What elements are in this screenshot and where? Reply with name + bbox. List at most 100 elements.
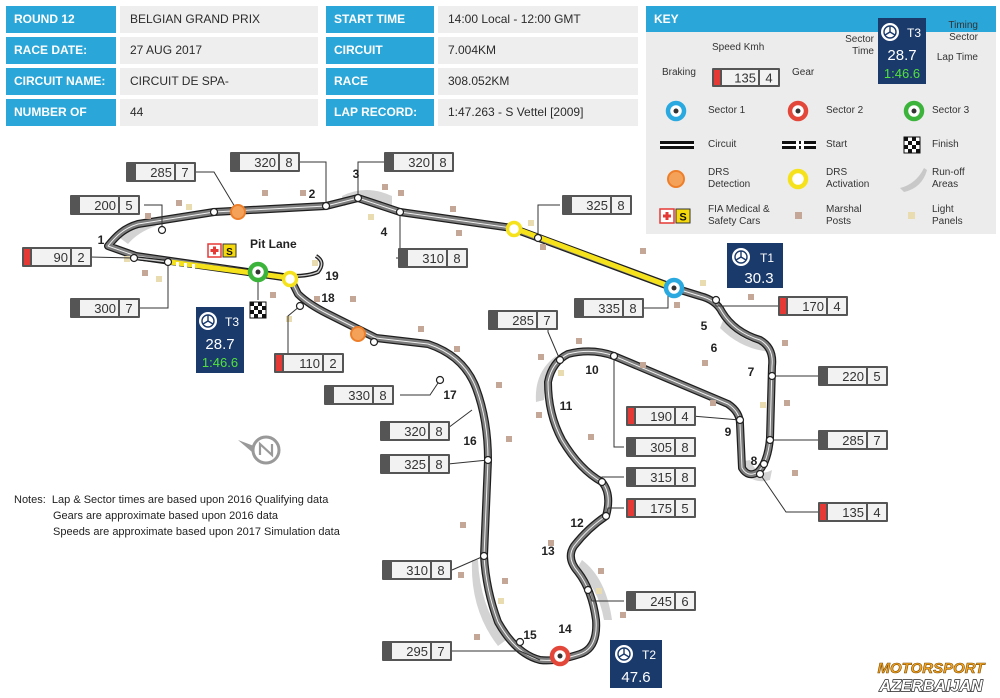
braking-indicator <box>72 300 78 316</box>
key-item-label: DRS Activation <box>826 167 870 190</box>
braking-indicator <box>820 432 826 448</box>
notes: Notes: Lap & Sector times are based upon… <box>14 492 340 540</box>
corner-number: 2 <box>309 187 316 201</box>
info-row-laps: NUMBER OF LAPS: 44 <box>6 99 318 146</box>
key-speed-label: Speed Kmh <box>712 42 765 53</box>
gear-value: 4 <box>833 299 840 314</box>
key-item-label: Sector 1 <box>708 105 746 116</box>
braking-indicator <box>384 562 390 578</box>
gear-value: 4 <box>681 409 688 424</box>
gear-value: 7 <box>437 644 444 659</box>
sector-id: T2 <box>642 648 656 662</box>
braking-indicator <box>384 643 390 659</box>
finish-flag-icon <box>249 301 267 319</box>
gear-value: 7 <box>181 165 188 180</box>
info-value: 7.004KM <box>438 37 638 64</box>
gear-value: 2 <box>329 356 336 371</box>
drs-activation-icon <box>505 220 523 238</box>
info-row-race-distance: RACE DISTANCE: 308.052KM <box>326 68 638 115</box>
drs-detection-icon <box>230 204 246 220</box>
brand-line1: MOTORSPORT <box>878 660 987 677</box>
sector-time: 30.3 <box>744 270 773 287</box>
gear-value: 6 <box>681 594 688 609</box>
key-item-label: Sector 3 <box>932 105 970 116</box>
key-drs-detection-icon <box>667 170 685 188</box>
info-value: 1:47.263 - S Vettel [2009] <box>438 99 638 126</box>
corner-number: 9 <box>725 425 732 439</box>
gear-value: 2 <box>77 250 84 265</box>
gear-value: 5 <box>681 501 688 516</box>
key-item-label: DRS Detection <box>708 167 751 190</box>
svg-text:S: S <box>679 212 686 224</box>
gear-value: 8 <box>681 470 688 485</box>
braking-indicator <box>576 300 582 316</box>
key-sample-sector-panel: T3 28.7 1:46.6 <box>878 18 926 84</box>
info-row-start-time: START TIME 14:00 Local - 12:00 GMT <box>326 6 638 33</box>
speed-box: 245 6 <box>626 591 696 611</box>
speed-value: 320 <box>254 155 276 170</box>
key-title: KEY <box>646 6 996 32</box>
speed-value: 320 <box>408 155 430 170</box>
gear-value: 8 <box>379 388 386 403</box>
key-item-label: Circuit <box>708 139 737 150</box>
key-medical-icon: S <box>659 208 691 224</box>
info-label: NUMBER OF LAPS: <box>6 99 116 146</box>
info-value: 308.052KM <box>438 68 638 95</box>
gear-value: 4 <box>873 505 880 520</box>
notes-heading: Notes: <box>14 494 46 506</box>
speed-value: 325 <box>404 457 426 472</box>
leader-lines <box>89 161 818 661</box>
pit-lane-label: Pit Lane <box>250 237 297 251</box>
corner-number: 13 <box>541 544 555 558</box>
braking-indicator <box>276 355 282 371</box>
speed-value: 245 <box>650 594 672 609</box>
speed-box: 305 8 <box>626 437 696 457</box>
key-gear-label: Gear <box>792 67 815 78</box>
key-graphics: 135 4 T3 28.7 1:46.6 <box>659 18 927 224</box>
gear-value: 8 <box>681 440 688 455</box>
gear-value: 8 <box>437 563 444 578</box>
key-sample-sector-id: T3 <box>907 26 921 40</box>
braking-indicator <box>628 469 634 485</box>
speed-value: 310 <box>406 563 428 578</box>
braking-indicator <box>820 368 826 384</box>
corner-number: 12 <box>570 516 584 530</box>
key-timing-sector-label: Timing Sector <box>948 20 978 43</box>
speed-value: 330 <box>348 388 370 403</box>
notes-line: Gears are approximate based upon 2016 da… <box>53 510 279 522</box>
braking-indicator <box>382 423 388 439</box>
key-sample-lap-time: 1:46.6 <box>884 66 920 81</box>
corner-number: 4 <box>381 225 388 239</box>
speed-value: 135 <box>842 505 864 520</box>
corner-number: 10 <box>585 363 599 377</box>
speed-value: 220 <box>842 369 864 384</box>
speed-value: 305 <box>650 440 672 455</box>
svg-text:S: S <box>226 247 233 258</box>
key-finish-icon <box>903 136 921 154</box>
corner-number: 19 <box>325 269 339 283</box>
key-sample-gear: 4 <box>765 71 772 86</box>
key-light-panel-icon <box>908 212 915 219</box>
info-row-lap-record: LAP RECORD: 1:47.263 - S Vettel [2009] <box>326 99 638 126</box>
info-label: RACE DATE: <box>6 37 116 64</box>
key-circuit-icon <box>660 141 694 149</box>
speed-value: 285 <box>512 313 534 328</box>
sector-panel-t1: T1 30.3 <box>727 243 783 288</box>
sector-id: T1 <box>760 251 774 265</box>
gear-value: 8 <box>617 198 624 213</box>
brand-line2: AZERBAIJAN <box>878 678 983 694</box>
speed-box: 310 8 <box>382 560 452 580</box>
info-row-round: ROUND 12 BELGIAN GRAND PRIX <box>6 6 318 33</box>
speed-value: 335 <box>598 301 620 316</box>
info-label: LAP RECORD: <box>326 99 434 126</box>
braking-indicator <box>232 154 238 170</box>
